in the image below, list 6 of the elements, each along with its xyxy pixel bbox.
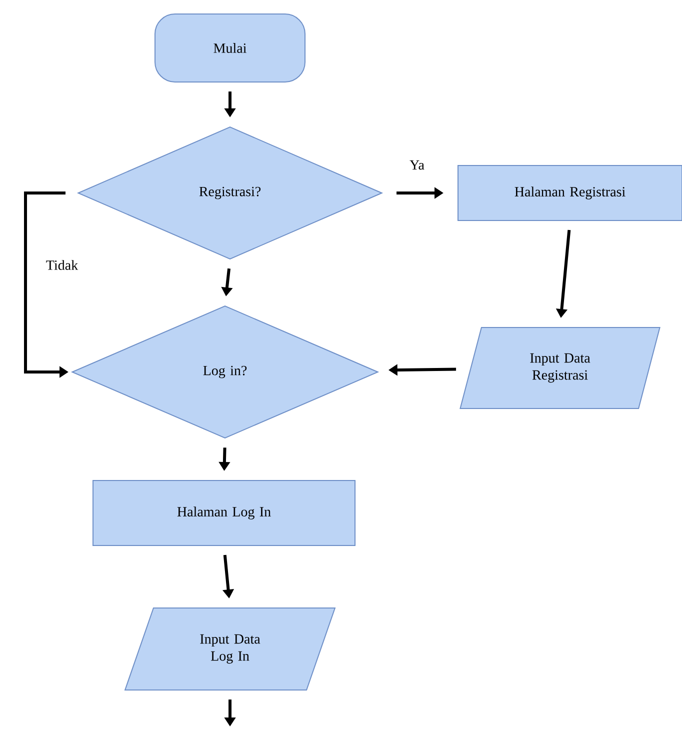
process-box: Halaman Log In	[92, 480, 356, 546]
edge-label: Ya	[408, 159, 426, 171]
edge-label: Tidak	[44, 259, 80, 271]
start-terminal: Mulai	[154, 14, 306, 82]
process-box: Halaman Registrasi	[458, 165, 682, 221]
input-parallelogram: Input Data Registrasi	[460, 327, 660, 409]
